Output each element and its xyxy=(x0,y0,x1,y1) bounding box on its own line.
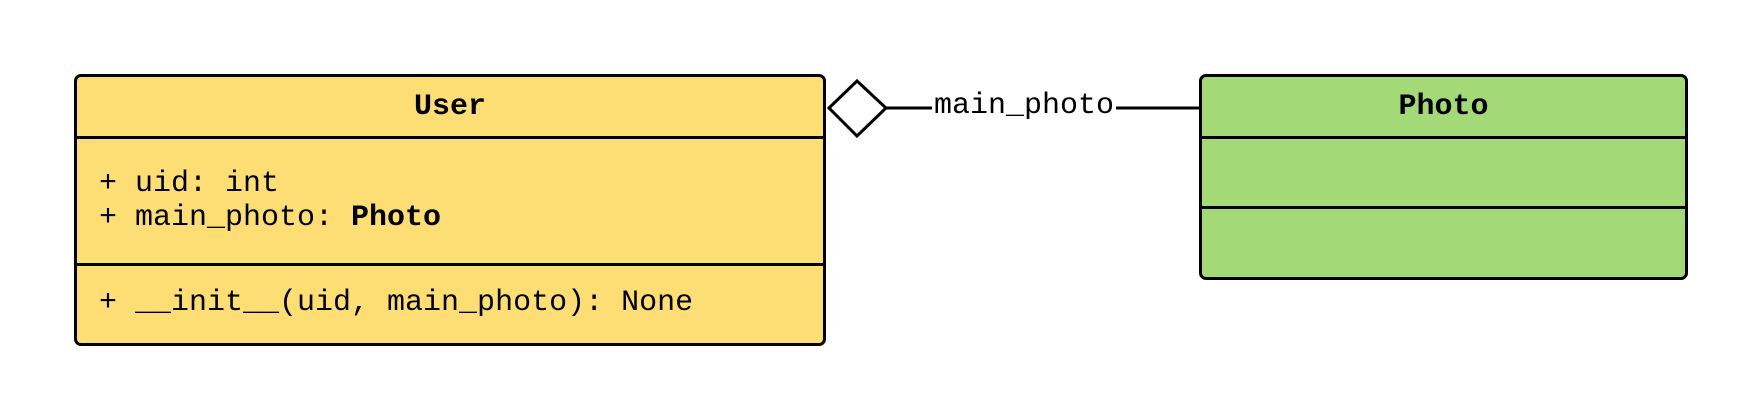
class-photo[interactable]: Photo xyxy=(1199,74,1688,280)
aggregation-diamond-icon xyxy=(826,78,889,139)
attributes-section: + uid: int + main_photo: Photo xyxy=(77,139,823,266)
class-user[interactable]: User + uid: int + main_photo: Photo + __… xyxy=(74,74,826,346)
relation-label: main_photo xyxy=(932,89,1117,123)
attributes-section xyxy=(1202,139,1685,209)
method: + __init__(uid, main_photo): None xyxy=(99,286,694,320)
attribute: + uid: int xyxy=(99,167,280,201)
class-name: Photo xyxy=(1202,77,1685,139)
class-name: User xyxy=(77,77,823,139)
attribute: + main_photo: Photo xyxy=(99,201,442,235)
methods-section: + __init__(uid, main_photo): None xyxy=(77,266,823,320)
attribute-type: Photo xyxy=(351,201,442,235)
